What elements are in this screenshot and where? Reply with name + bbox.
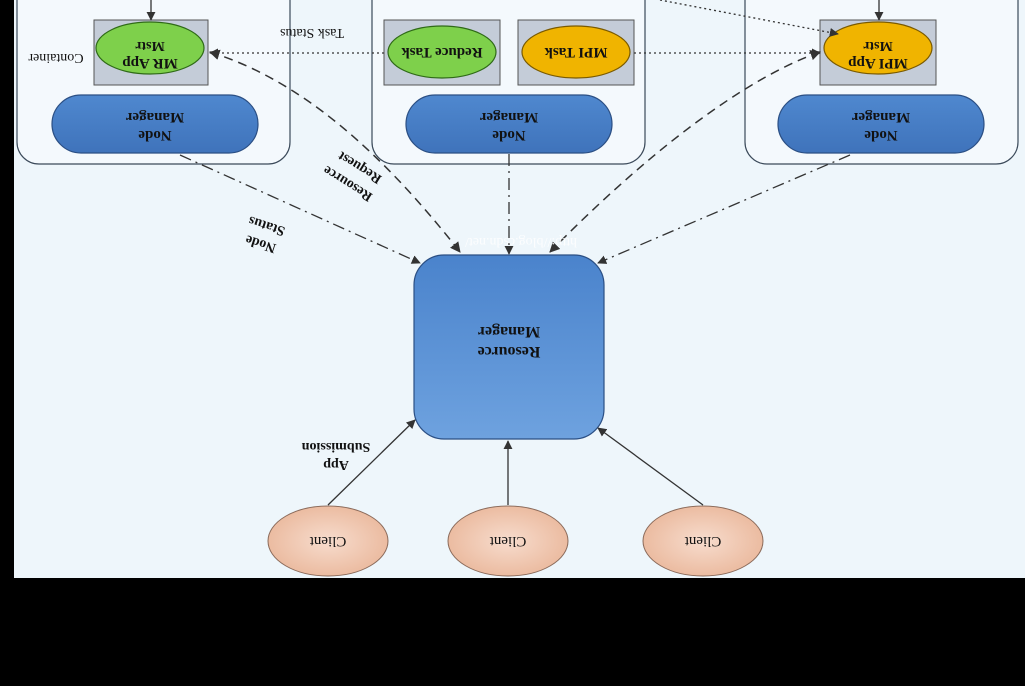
resource-manager-shape [413, 254, 605, 440]
nm-mid-line2: Manager [480, 109, 539, 125]
watermark-text: http://blog.csdn.net/ [465, 234, 577, 249]
container-label: Container [28, 50, 84, 65]
reduce-task-label: Reduce Task [401, 44, 483, 60]
arrow-node-status-left [179, 154, 421, 264]
client-right-shape [642, 505, 764, 577]
mr-app-line2: Mstr [135, 38, 165, 53]
arrow-top-mid-to-mpi [659, 0, 839, 37]
client-left-label: Client [309, 533, 346, 549]
mr-app-line1: MR App [122, 55, 177, 71]
mpi-app-line2: Mstr [863, 38, 893, 53]
arrow-node-status-right [597, 154, 851, 264]
nm-left-line2: Manager [126, 109, 185, 125]
mpi-app-master-shape [823, 21, 933, 75]
client-left-shape [267, 505, 389, 577]
app-submission-line1: App [323, 457, 349, 472]
nm-right-line1: Node [864, 127, 898, 143]
arrow-resource-request-right [549, 50, 821, 253]
arrow-resource-request-left [208, 49, 461, 253]
client-mid-label: Client [489, 533, 526, 549]
bottom-black-band [0, 595, 1025, 681]
nm-mid-line1: Node [492, 127, 526, 143]
nm-right-line2: Manager [852, 109, 911, 125]
mpi-task-label: MPI Task [544, 44, 608, 60]
task-status-label: Task Status [280, 25, 344, 40]
arrow-client-left [327, 419, 416, 506]
mpi-app-line1: MPI App [848, 55, 908, 71]
rm-label-line2: Manager [478, 323, 540, 340]
app-submission-line2: Submission [302, 439, 371, 454]
nm-left-line1: Node [138, 127, 172, 143]
client-right-label: Client [684, 533, 721, 549]
mr-app-master-shape [95, 21, 205, 75]
arrow-client-right [597, 427, 704, 506]
rm-label-line1: Resource [478, 343, 541, 360]
client-mid-shape [447, 505, 569, 577]
